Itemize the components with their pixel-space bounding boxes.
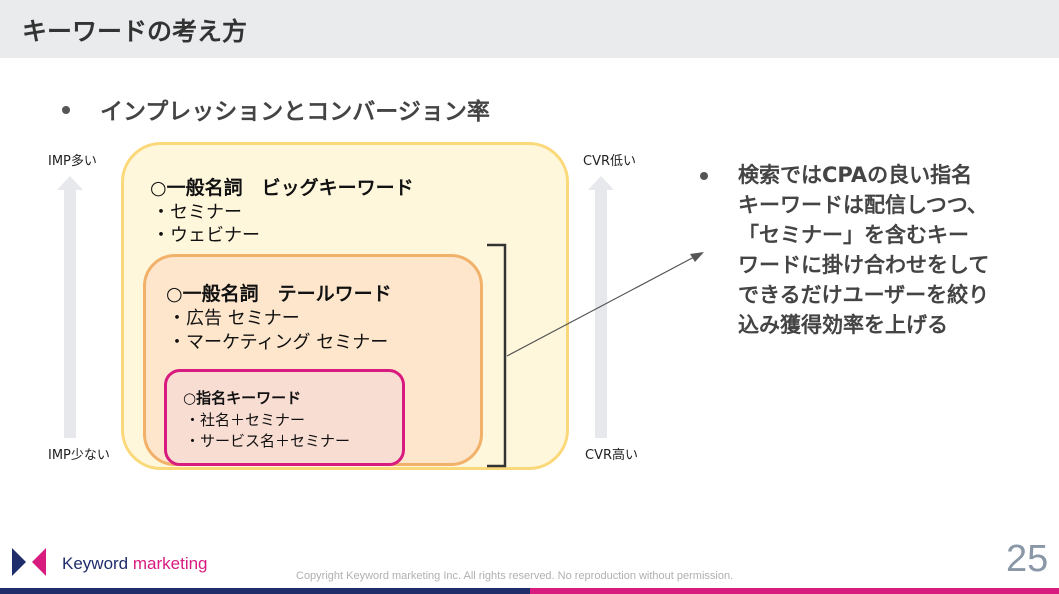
- explanation-line: 「セミナー」を含むキー: [738, 223, 969, 247]
- right-up-arrow-icon: [588, 176, 614, 438]
- explanation-line: できるだけユーザーを絞り: [738, 283, 990, 307]
- explanation-line: ワードに掛け合わせをして: [738, 253, 990, 277]
- page-number: 25: [1006, 538, 1049, 580]
- slide-header: キーワードの考え方: [0, 0, 1059, 58]
- explanation-line: 込み獲得効率を上げる: [738, 313, 948, 337]
- copyright-text: Copyright Keyword marketing Inc. All rig…: [296, 570, 734, 582]
- bullet-icon: [62, 105, 70, 114]
- axis-label-cvr-low: CVR低い: [583, 154, 637, 169]
- explanation-text: 検索ではCPAの良い指名 キーワードは配信しつつ、 「セミナー」を含むキー ワー…: [738, 160, 1048, 340]
- subtitle: インプレッションとコンバージョン率: [62, 92, 490, 126]
- subtitle-text: インプレッションとコンバージョン率: [100, 99, 490, 125]
- brand-keyword-item: ・社名＋セミナー: [185, 411, 306, 429]
- logo-word-keyword: Keyword: [62, 554, 129, 573]
- axis-label-imp-high: IMP多い: [48, 154, 97, 169]
- logo-icon: [12, 548, 46, 576]
- brand-keyword-item: ・サービス名＋セミナー: [185, 432, 351, 450]
- explanation-line: 検索ではCPAの良い指名: [738, 163, 973, 187]
- pointer-arrowhead-icon: [690, 252, 704, 262]
- big-keyword-item: ・セミナー: [152, 202, 242, 223]
- big-keyword-title: ○一般名詞 ビッグキーワード: [150, 177, 414, 199]
- pointer-arrow-line: [506, 255, 697, 357]
- left-up-arrow-icon: [57, 176, 83, 438]
- tail-keyword-item: ・広告 セミナー: [168, 308, 300, 329]
- axis-label-imp-low: IMP少ない: [48, 448, 110, 463]
- slide-title: キーワードの考え方: [22, 17, 248, 46]
- footer-bar-navy: [0, 588, 530, 594]
- bullet-icon: [700, 172, 708, 180]
- logo-word-marketing: marketing: [132, 554, 208, 573]
- big-keyword-item: ・ウェビナー: [152, 225, 260, 246]
- explanation-line: キーワードは配信しつつ、: [738, 193, 988, 217]
- brand-keyword-title: ○指名キーワード: [183, 389, 302, 407]
- axis-label-cvr-high: CVR高い: [585, 448, 639, 463]
- tail-keyword-title: ○一般名詞 テールワード: [166, 283, 392, 305]
- footer-bar-pink: [530, 588, 1059, 594]
- right-bracket-icon: [487, 243, 507, 468]
- tail-keyword-item: ・マーケティング セミナー: [168, 332, 389, 353]
- brand-keyword-box: ○指名キーワード ・社名＋セミナー ・サービス名＋セミナー: [164, 369, 405, 466]
- logo-wordmark: Keyword marketing: [62, 554, 208, 574]
